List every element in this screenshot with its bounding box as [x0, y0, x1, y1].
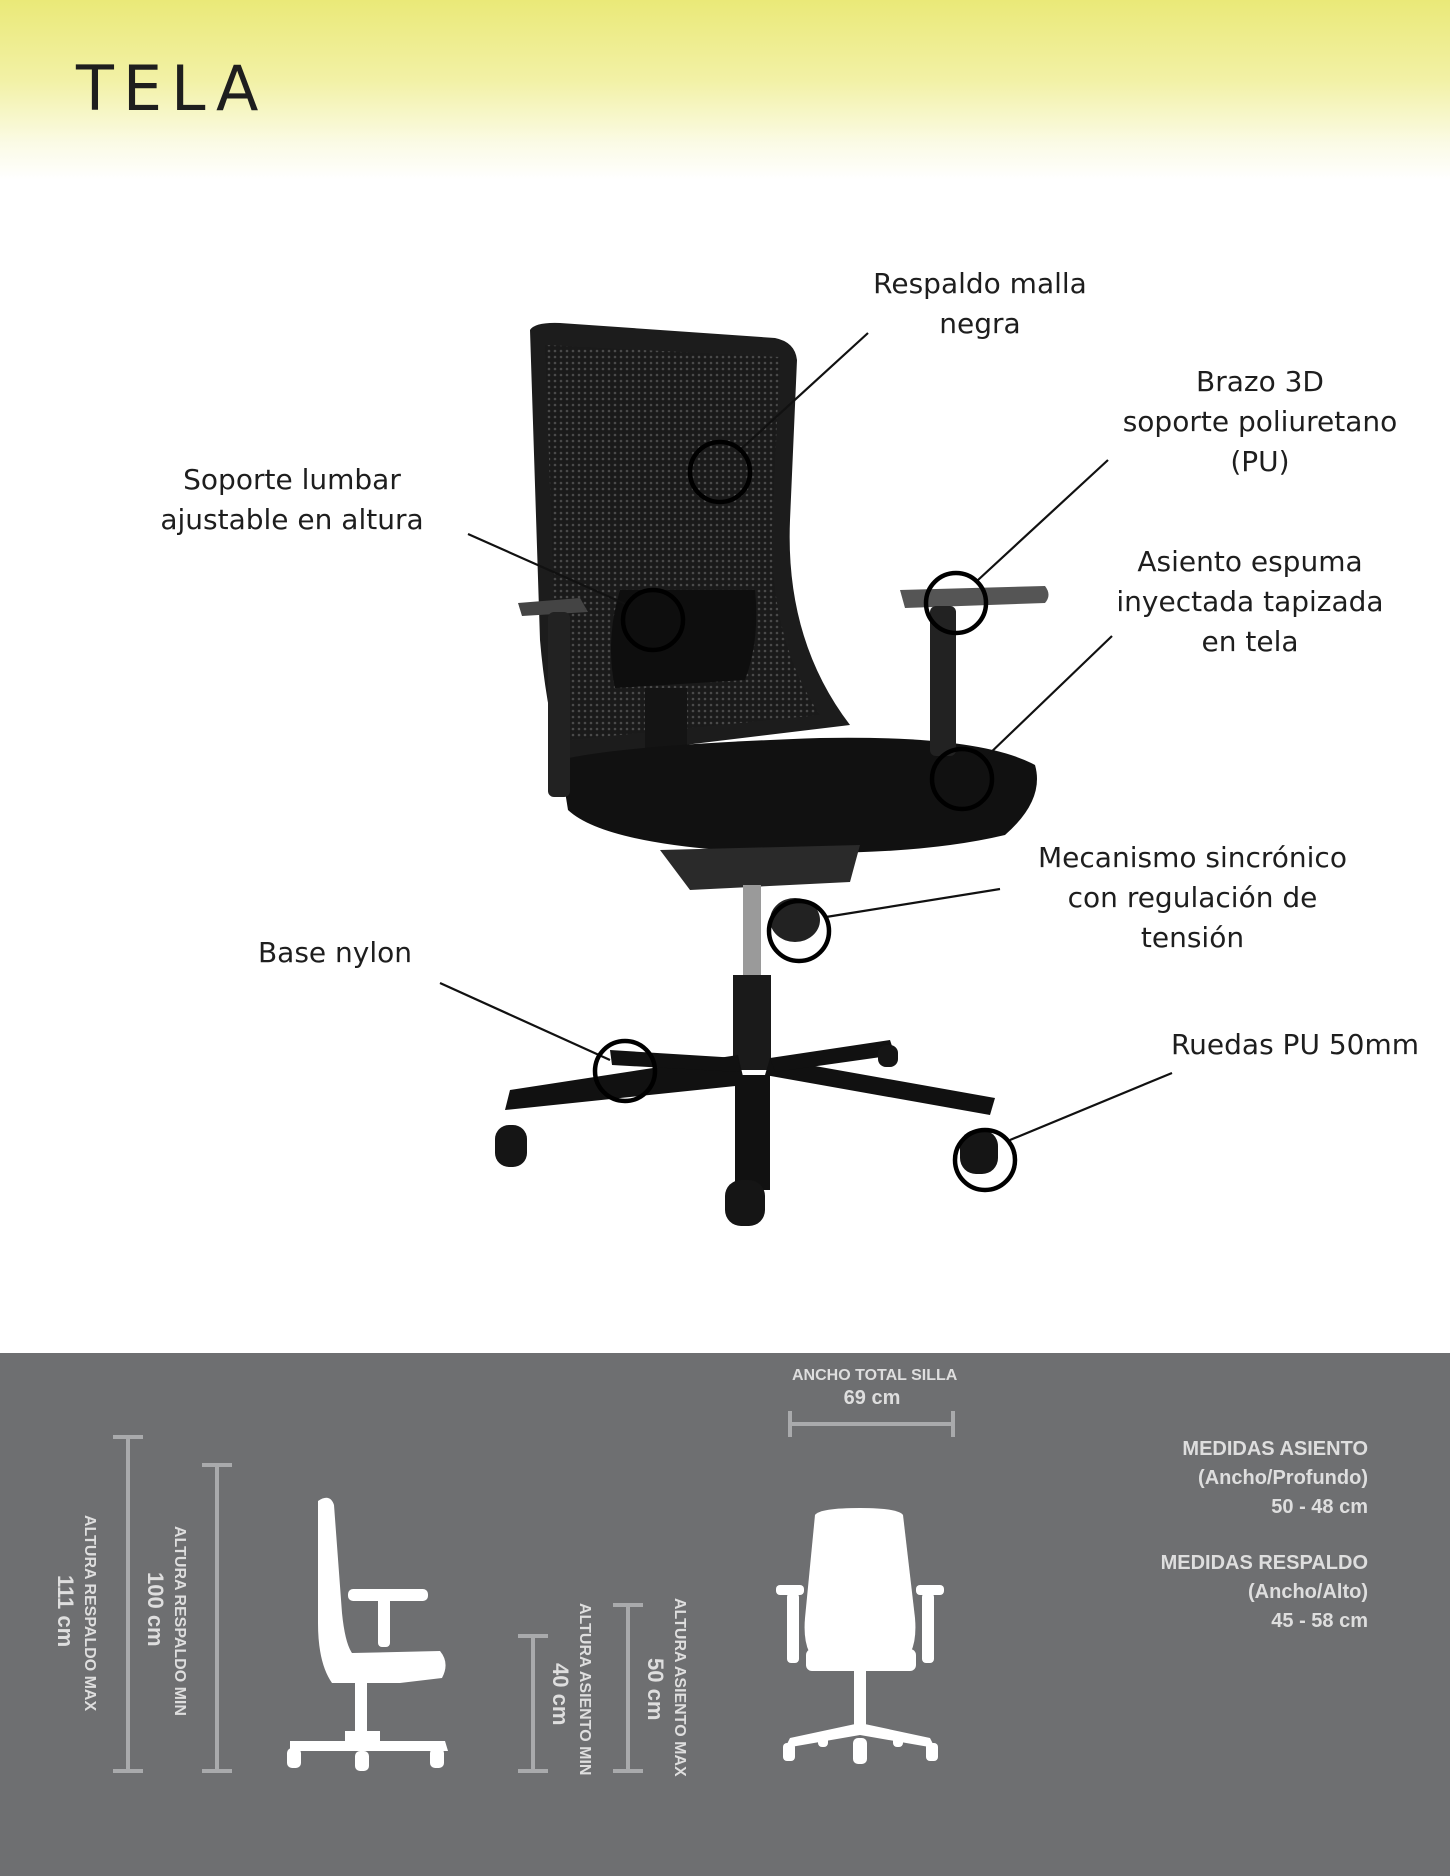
callout-line-mecanismo — [825, 887, 1001, 919]
label-respaldo: Respaldo malla negra — [873, 267, 1087, 340]
respaldo-max-dim: ALTURA RESPALDO MAX 111 cm — [53, 1515, 98, 1712]
label-base: Base nylon — [257, 936, 413, 969]
ancho-total-value: 69 cm — [843, 1387, 901, 1409]
header-gradient — [0, 0, 1450, 180]
caster-back — [878, 1045, 898, 1067]
callout-line-respaldo — [739, 332, 869, 451]
arm-left-post — [548, 612, 570, 797]
label-ruedas: Ruedas PU 50mm — [1170, 1028, 1420, 1061]
gas-lift-cover — [733, 975, 771, 1070]
callout-line-ruedas — [1009, 1071, 1173, 1142]
chair-side-silhouette — [287, 1497, 448, 1771]
respaldo-min-dim: ALTURA RESPALDO MIN 100 cm — [143, 1526, 188, 1716]
marker-base — [592, 1038, 658, 1104]
medidas-respaldo: MEDIDAS RESPALDO (Ancho/Alto) 45 - 58 cm — [1160, 1552, 1368, 1632]
base-leg-front — [735, 1075, 770, 1190]
label-lumbar: Soporte lumbar ajustable en altura — [160, 463, 424, 536]
medidas-asiento: MEDIDAS ASIENTO (Ancho/Profundo) 50 - 48… — [1182, 1438, 1368, 1518]
mechanism — [660, 845, 860, 890]
asiento-max-dim: ALTURA ASIENTO MAX 50 cm — [643, 1598, 688, 1777]
callout-line-brazo — [977, 459, 1109, 581]
arm-right — [900, 586, 1049, 608]
dimension-graphics — [113, 1411, 955, 1773]
ancho-total-label: ANCHO TOTAL SILLA — [792, 1367, 958, 1384]
label-mecanismo: Mecanismo sincrónico con regulación de t… — [1038, 841, 1347, 954]
callout-line-base — [439, 981, 611, 1062]
marker-mecanismo — [766, 898, 832, 964]
caster-left — [495, 1125, 527, 1167]
base-leg-back-right — [770, 1040, 895, 1072]
marker-respaldo — [687, 439, 753, 505]
callout-line-asiento — [984, 635, 1113, 759]
label-asiento: Asiento espuma inyectada tapizada en tel… — [1116, 545, 1384, 658]
dimensions-panel: ANCHO TOTAL SILLA 69 cm ALTURA RESPALDO … — [0, 1353, 1450, 1876]
arm-right-post — [930, 606, 956, 756]
callout-line-lumbar — [467, 532, 631, 608]
chair-illustration — [439, 322, 1173, 1226]
arm-left — [518, 598, 588, 616]
marker-asiento — [929, 746, 995, 812]
caster-right — [960, 1130, 998, 1174]
lumbar-pad — [611, 590, 757, 688]
chair-front-silhouette — [776, 1508, 944, 1764]
asiento-min-dim: ALTURA ASIENTO MIN 40 cm — [548, 1603, 593, 1776]
marker-brazo — [923, 570, 989, 636]
gas-lift — [743, 885, 761, 975]
marker-lumbar — [620, 587, 686, 653]
marker-ruedas — [952, 1127, 1018, 1193]
base-leg-back-left — [610, 1050, 740, 1072]
base-leg-right — [765, 1058, 995, 1115]
page-title: TELA — [76, 52, 268, 125]
mechanism-knob — [770, 898, 820, 942]
caster-front — [725, 1180, 765, 1226]
seat — [560, 737, 1037, 853]
label-brazo: Brazo 3D soporte poliuretano (PU) — [1122, 365, 1398, 478]
